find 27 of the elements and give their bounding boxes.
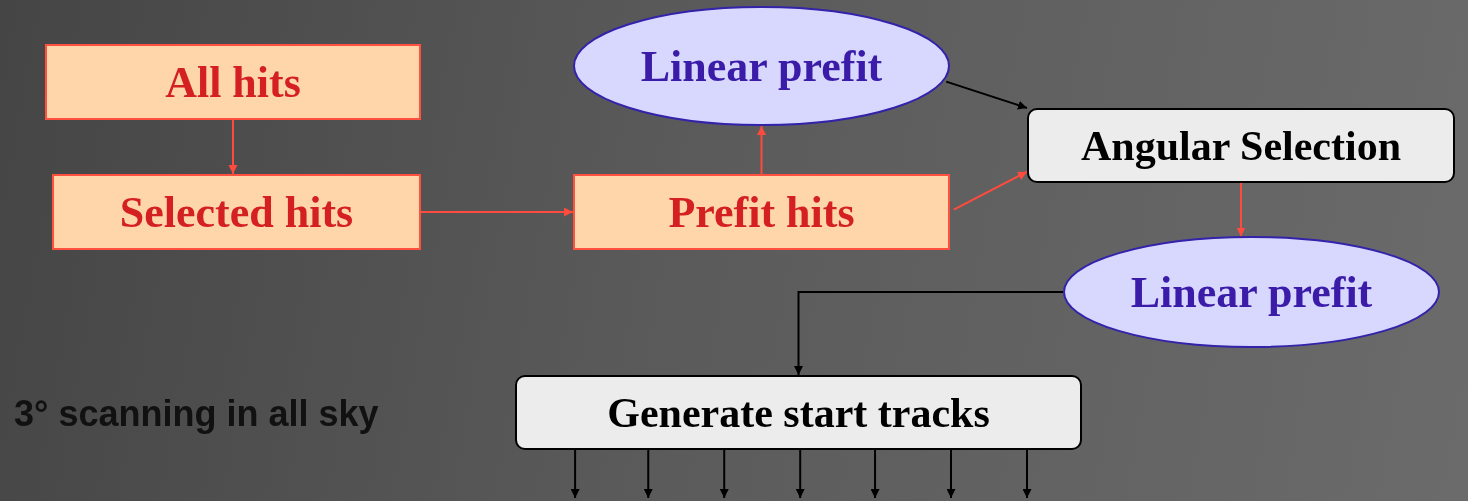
- node-label: Selected hits: [119, 186, 354, 238]
- arrow: [570, 449, 580, 499]
- node-label: All hits: [165, 56, 301, 108]
- arrow: [870, 449, 880, 499]
- process-box: [1027, 108, 1455, 183]
- process-box: [45, 44, 421, 120]
- arrow: [794, 291, 1064, 376]
- node-label: Angular Selection: [1080, 121, 1402, 170]
- process-box: [52, 174, 421, 250]
- arrow: [228, 119, 238, 175]
- node-label: Prefit hits: [668, 186, 855, 238]
- arrow: [1236, 182, 1246, 238]
- node-label: Linear prefit: [640, 40, 883, 92]
- process-box: [573, 174, 950, 250]
- arrow: [643, 449, 653, 499]
- arrow: [946, 449, 956, 499]
- arrow: [1022, 449, 1032, 499]
- process-box: [515, 375, 1082, 450]
- arrow: [757, 125, 766, 175]
- arrow: [952, 170, 1028, 211]
- node-label: Generate start tracks: [607, 388, 990, 437]
- arrow: [719, 449, 729, 499]
- arrow: [945, 80, 1028, 110]
- annotation-text: 3° scanning in all sky: [14, 393, 379, 435]
- node-label: Linear prefit: [1130, 266, 1373, 318]
- arrow: [420, 207, 574, 217]
- arrow: [795, 449, 805, 499]
